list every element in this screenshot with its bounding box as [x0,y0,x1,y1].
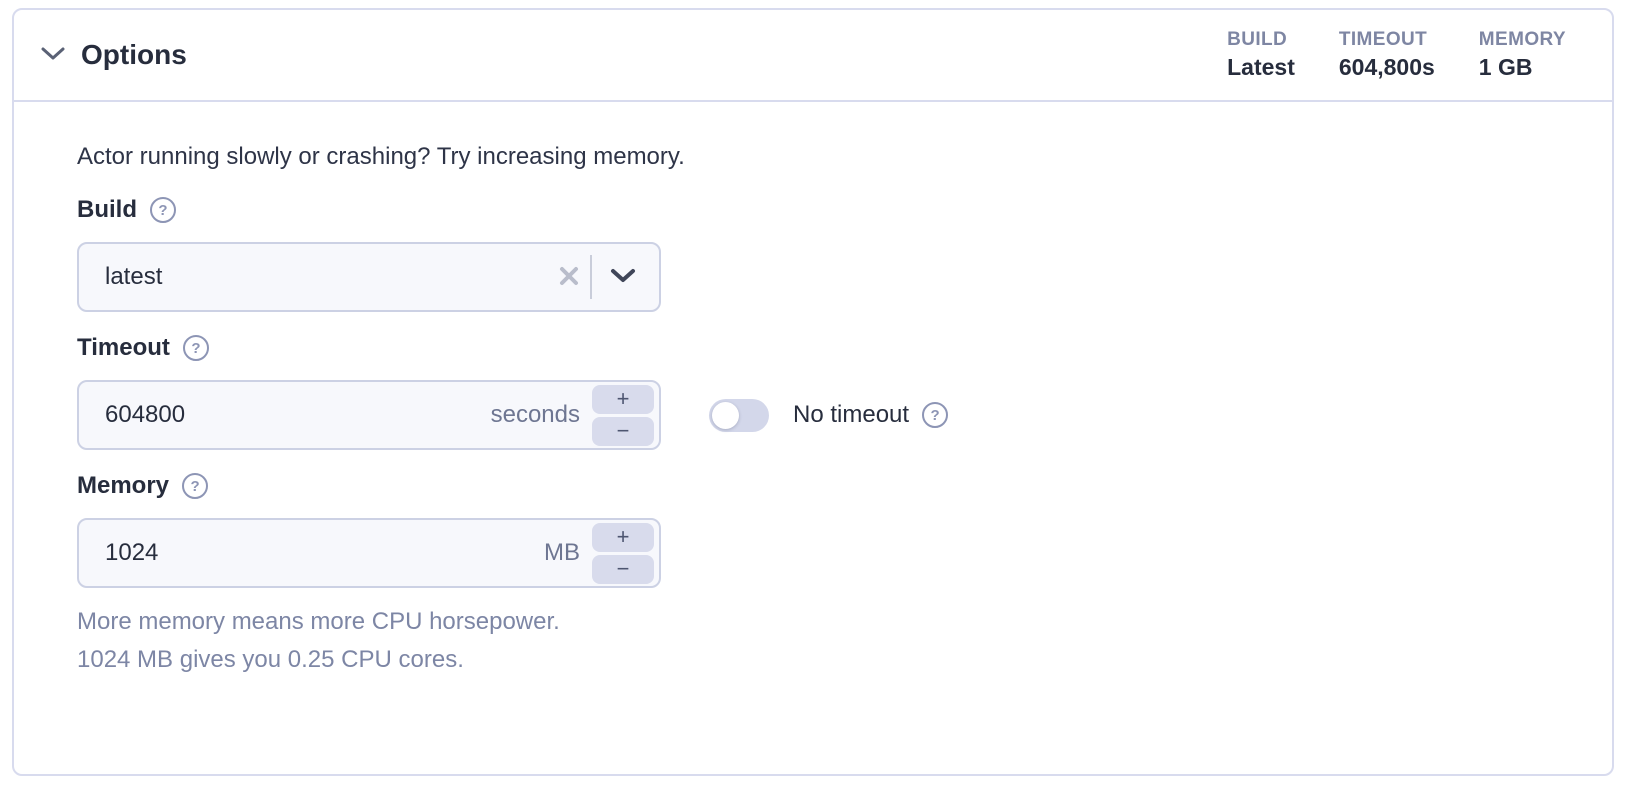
memory-increment-button[interactable]: + [592,522,654,552]
build-label: Build [77,196,137,223]
select-divider [590,255,592,299]
memory-helper-line-1: More memory means more CPU horsepower. [77,608,560,635]
memory-stepper: + − [592,522,654,584]
build-input[interactable] [79,244,548,310]
run-options-summary: BUILD Latest TIMEOUT 604,800s MEMORY 1 G… [1227,29,1566,81]
summary-build-value: Latest [1227,54,1295,80]
timeout-decrement-button[interactable]: − [592,416,654,446]
chevron-down-icon [610,267,636,287]
timeout-field: Timeout ? seconds + − No timeout ? [77,334,1572,450]
panel-title: Options [81,39,187,70]
no-timeout-label: No timeout [793,401,910,428]
summary-build: BUILD Latest [1227,29,1295,81]
summary-timeout: TIMEOUT 604,800s [1339,29,1435,81]
clear-x-icon [558,265,580,290]
timeout-stepper: + − [592,384,654,446]
memory-helper-text: More memory means more CPU horsepower. 1… [77,603,1572,679]
memory-decrement-button[interactable]: − [592,554,654,584]
timeout-input-shell: seconds + − [77,380,661,450]
chevron-down-icon [40,46,66,65]
build-clear-button[interactable] [548,265,590,290]
timeout-input-row: seconds + − No timeout ? [77,380,1572,450]
memory-helper-line-2: 1024 MB gives you 0.25 CPU cores. [77,646,464,673]
summary-memory: MEMORY 1 GB [1479,29,1566,81]
summary-timeout-label: TIMEOUT [1338,29,1428,50]
build-select [77,242,661,312]
options-header-left: Options [38,39,187,71]
memory-label-row: Memory ? [77,472,1572,500]
timeout-help-icon[interactable]: ? [182,335,209,361]
memory-field: Memory ? MB + − [77,472,1572,588]
memory-unit-suffix: MB [544,539,580,566]
summary-memory-label: MEMORY [1478,29,1566,50]
options-panel: Options BUILD Latest TIMEOUT 604,800s ME… [12,8,1614,776]
summary-memory-value: 1 GB [1478,54,1533,80]
build-help-icon[interactable]: ? [150,197,176,223]
no-timeout-toggle[interactable] [709,398,769,432]
timeout-input[interactable] [79,382,491,448]
no-timeout-help-icon[interactable]: ? [922,402,949,428]
timeout-label: Timeout [77,334,170,361]
memory-hint-text: Actor running slowly or crashing? Try in… [77,143,685,170]
memory-input[interactable] [79,520,544,586]
timeout-unit-suffix: seconds [490,401,580,428]
timeout-label-row: Timeout ? [77,334,1572,362]
memory-help-icon[interactable]: ? [182,473,209,499]
build-field: Build ? [77,196,1572,312]
options-panel-body: Actor running slowly or crashing? Try in… [14,102,1612,679]
timeout-increment-button[interactable]: + [592,384,654,414]
summary-timeout-value: 604,800s [1338,54,1435,80]
toggle-knob [712,401,739,429]
options-panel-header: Options BUILD Latest TIMEOUT 604,800s ME… [14,10,1612,102]
summary-build-label: BUILD [1227,29,1288,50]
build-label-row: Build ? [77,196,1572,224]
memory-input-shell: MB + − [77,518,661,588]
collapse-section-button[interactable] [38,44,68,67]
memory-label: Memory [77,472,170,499]
build-dropdown-button[interactable] [592,267,654,287]
